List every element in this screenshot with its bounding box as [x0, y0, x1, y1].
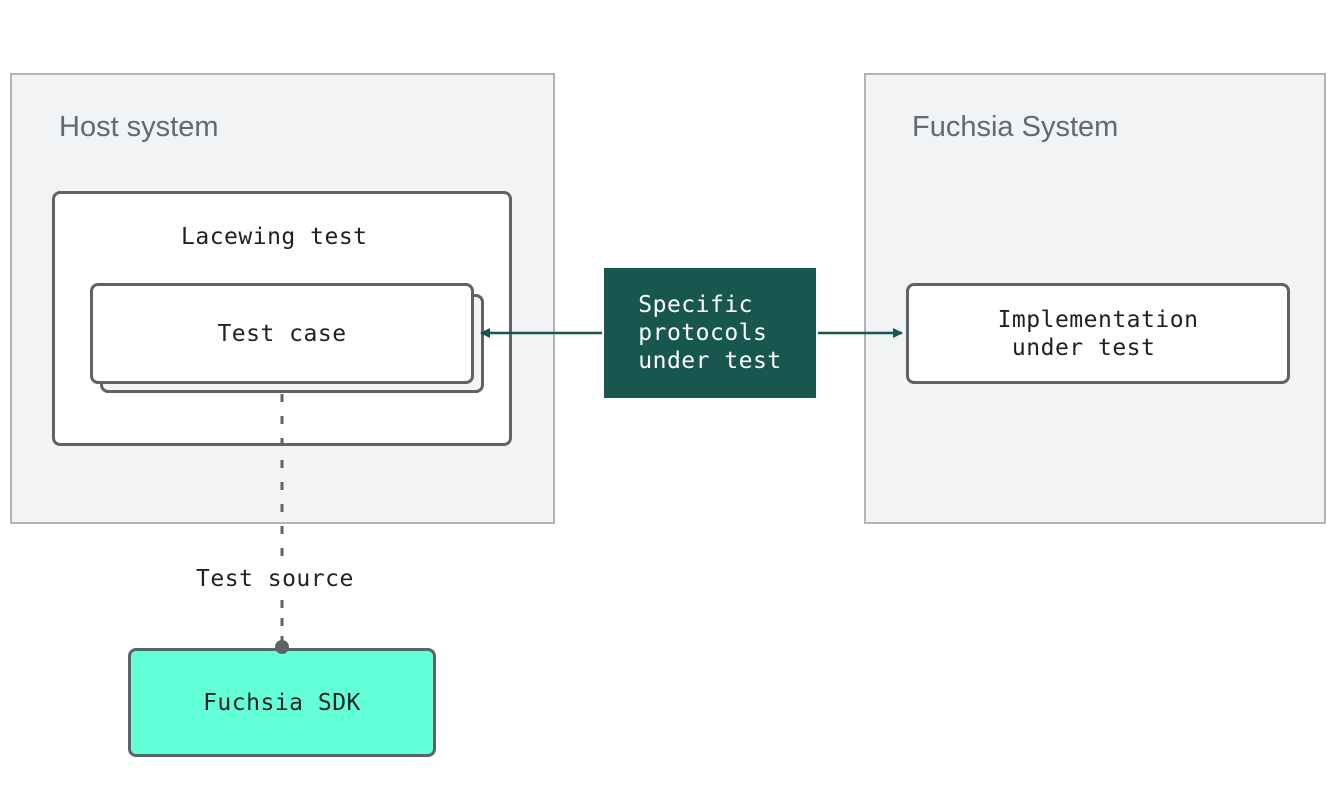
- test-case-label: Test case: [217, 320, 347, 347]
- fuchsia-sdk-label: Fuchsia SDK: [203, 689, 361, 716]
- protocols-label: Specific protocols under test: [638, 292, 782, 374]
- connection-dot: [275, 640, 289, 654]
- protocols-box: Specific protocols under test: [604, 268, 816, 398]
- test-case-box: Test case: [90, 283, 474, 384]
- test-source-label: Test source: [196, 566, 354, 592]
- lacewing-test-label: Lacewing test: [181, 224, 368, 250]
- fuchsia-system-title: Fuchsia System: [912, 111, 1119, 143]
- implementation-box: Implementation under test: [906, 283, 1290, 384]
- implementation-label: Implementation under test: [997, 306, 1199, 361]
- host-system-title: Host system: [59, 111, 219, 143]
